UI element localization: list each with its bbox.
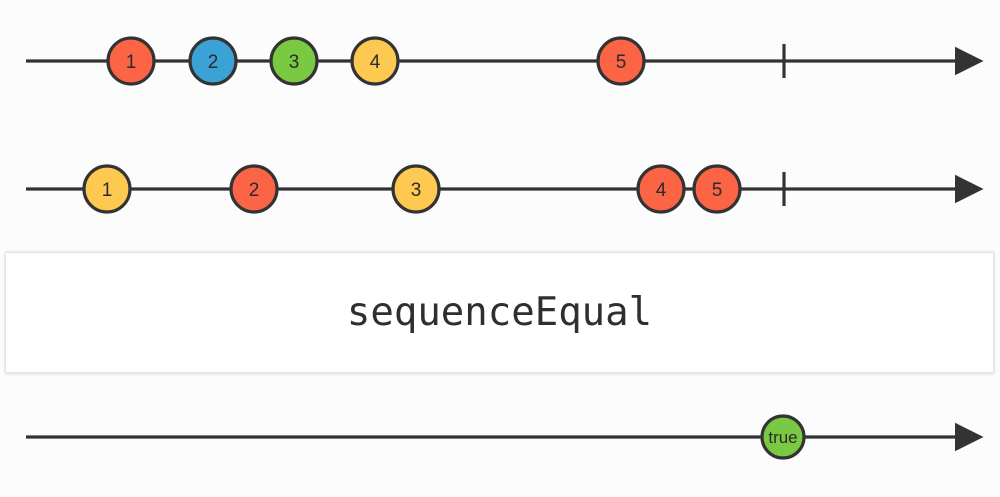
marble[interactable]: 4 <box>350 36 400 86</box>
marble-circle[interactable] <box>269 36 319 86</box>
marble-circle[interactable] <box>106 36 156 86</box>
marble[interactable]: 3 <box>391 164 441 214</box>
marble-label: true <box>768 428 797 447</box>
marble[interactable]: 3 <box>269 36 319 86</box>
input-stream-2: 1 2 3 4 5 <box>26 164 984 214</box>
marble-circle[interactable] <box>350 36 400 86</box>
marble-label: 1 <box>102 180 113 201</box>
input-stream-1: 1 2 3 4 5 <box>26 36 984 86</box>
marble-label: 4 <box>656 180 667 201</box>
marble[interactable]: 4 <box>636 164 686 214</box>
marble[interactable]: 2 <box>229 164 279 214</box>
marble-circle[interactable] <box>596 36 646 86</box>
marble-circle[interactable] <box>82 164 132 214</box>
marble-circle[interactable] <box>760 414 806 460</box>
marble-circle[interactable] <box>391 164 441 214</box>
marble-label: 1 <box>126 52 137 73</box>
streams-group: 1 2 3 4 5 1 2 3 4 5 true <box>26 36 984 460</box>
operator-label: sequenceEqual <box>346 290 653 335</box>
marble[interactable]: 1 <box>106 36 156 86</box>
marble-circle[interactable] <box>636 164 686 214</box>
marble-label: 5 <box>616 52 627 73</box>
marble-label: 4 <box>370 52 381 73</box>
marble-circle[interactable] <box>229 164 279 214</box>
marble-label: 5 <box>712 180 723 201</box>
marble-circle[interactable] <box>188 36 238 86</box>
operator-box: sequenceEqual <box>5 252 994 373</box>
marble-label: 3 <box>411 180 422 201</box>
marble-circle[interactable] <box>692 164 742 214</box>
marble-label: 3 <box>289 52 300 73</box>
marble[interactable]: true <box>760 414 806 460</box>
marble[interactable]: 1 <box>82 164 132 214</box>
marble-label: 2 <box>208 52 219 73</box>
marble[interactable]: 5 <box>692 164 742 214</box>
marble[interactable]: 2 <box>188 36 238 86</box>
output-stream: true <box>26 414 984 460</box>
marble-label: 2 <box>249 180 260 201</box>
marble[interactable]: 5 <box>596 36 646 86</box>
